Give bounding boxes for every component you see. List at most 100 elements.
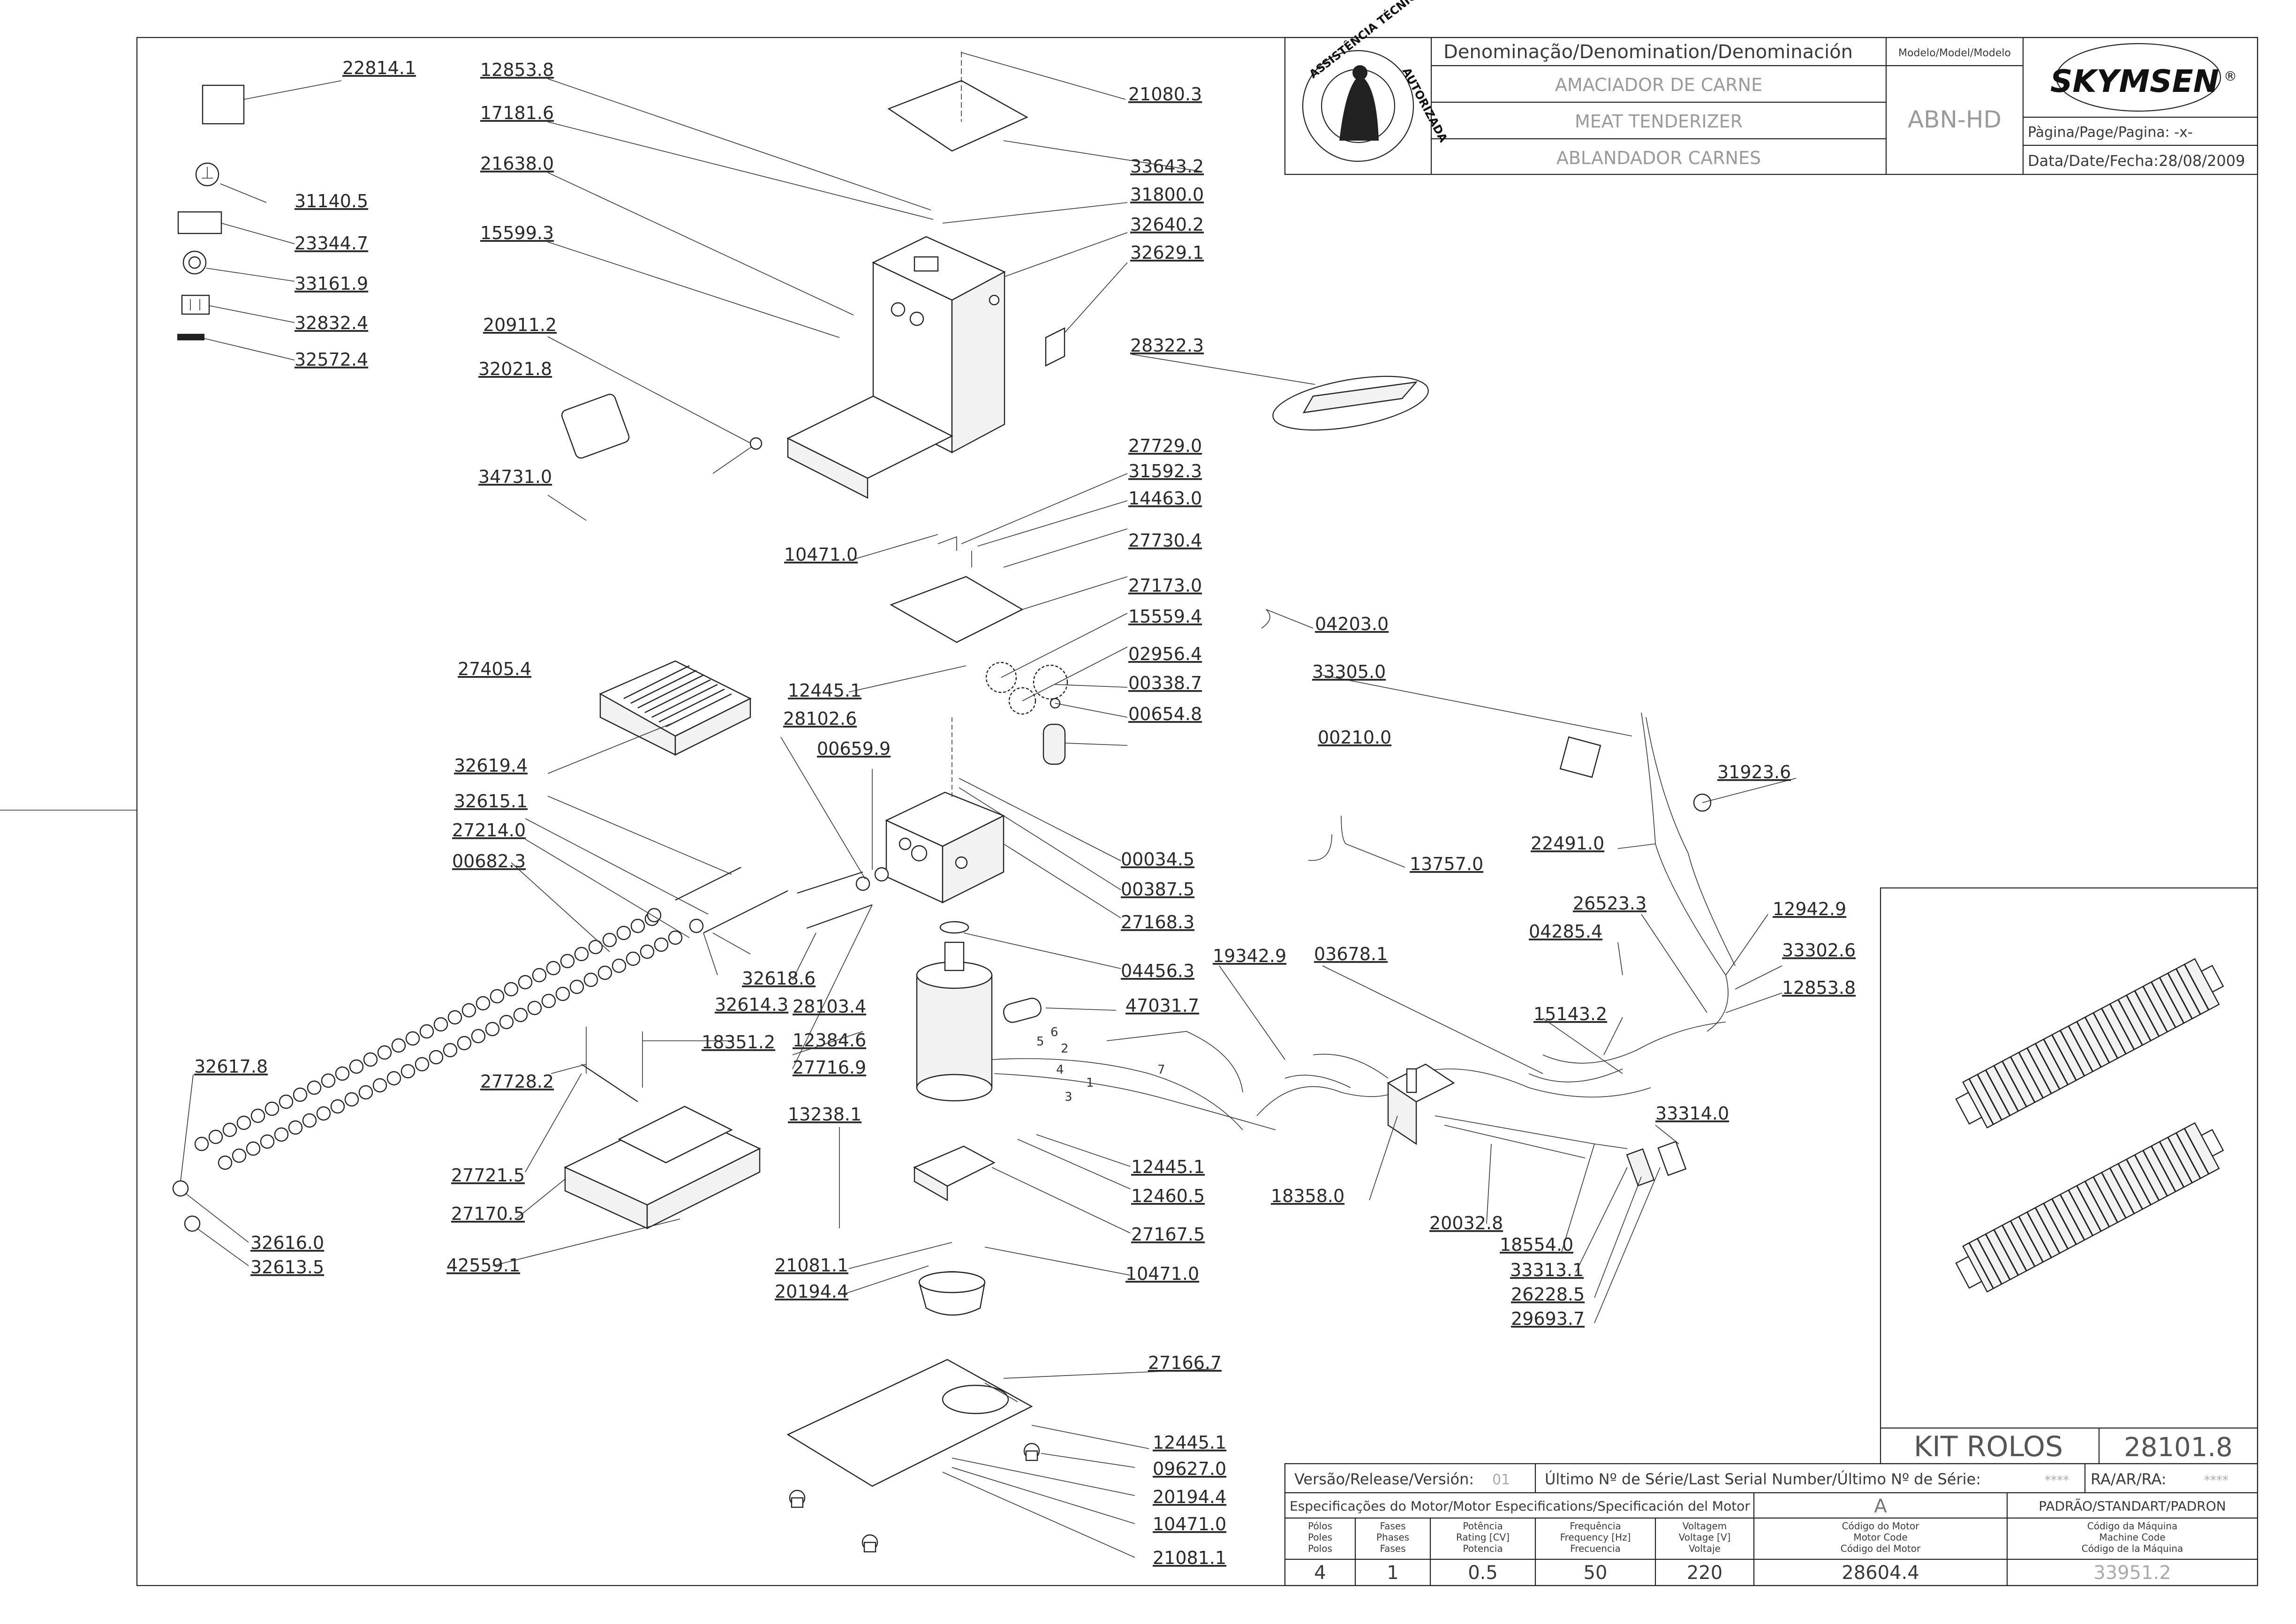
- part-label: 32832.4: [295, 313, 368, 333]
- authorized-service-seal: ASSISTÊNCIA TÉCNICA AUTORIZADA: [1302, 0, 1450, 162]
- part-label: 00387.5: [1121, 879, 1194, 900]
- part-label: 12445.1: [1131, 1157, 1205, 1177]
- part-label: 20194.4: [1153, 1487, 1226, 1507]
- part-label: 00210.0: [1318, 727, 1391, 748]
- part-label: 33643.2: [1130, 156, 1204, 177]
- sticker-28322-3: [1272, 376, 1429, 431]
- brand-name: SKYMSEN: [2050, 63, 2219, 99]
- switch-33313-1: [1626, 1148, 1655, 1187]
- part-label: 27716.9: [793, 1057, 866, 1078]
- gearbox-27168-3: [885, 791, 1005, 903]
- part-label: 32615.1: [454, 791, 528, 812]
- part-label: 09627.0: [1153, 1459, 1226, 1479]
- part-label: 15599.3: [480, 223, 554, 243]
- spec-col-frequency: Frequência Frequency [Hz] Frecuencia 50: [1560, 1520, 1631, 1584]
- svg-text:Poles: Poles: [1308, 1532, 1332, 1543]
- part-label: 00654.8: [1128, 704, 1202, 724]
- title-block: ASSISTÊNCIA TÉCNICA AUTORIZADA Denominaç…: [1284, 0, 2258, 175]
- leader-lines: [180, 52, 1797, 1558]
- part-label: 02956.4: [1128, 644, 1202, 664]
- svg-text:Motor Code: Motor Code: [1853, 1532, 1907, 1543]
- svg-text:Potencia: Potencia: [1463, 1543, 1503, 1554]
- roller-stack-upper: [194, 911, 659, 1151]
- capacitor-47031-7: [1003, 998, 1042, 1023]
- machine-standard: PADRÃO/STANDART/PADRON: [2039, 1498, 2226, 1514]
- part-label: 33305.0: [1312, 662, 1386, 682]
- part-label: 00034.5: [1121, 849, 1194, 870]
- svg-text:3: 3: [1065, 1090, 1072, 1104]
- part-label: 28103.4: [793, 996, 866, 1017]
- svg-text:Voltage [V]: Voltage [V]: [1679, 1532, 1731, 1543]
- part-label: 21081.1: [775, 1255, 848, 1276]
- part-label: 14463.0: [1128, 488, 1202, 509]
- part-label: 31140.5: [295, 191, 368, 211]
- part-label: 32629.1: [1130, 242, 1204, 263]
- ra-label: RA/AR/RA:: [2091, 1470, 2167, 1488]
- svg-text:Frequency [Hz]: Frequency [Hz]: [1560, 1532, 1631, 1543]
- spec-col-rating: Potência Rating [CV] Potencia 0.5: [1456, 1520, 1510, 1584]
- part-drawings: [172, 52, 1736, 1553]
- rating-value: 0.5: [1468, 1562, 1498, 1584]
- page-label: Pàgina/Page/Pagina: -x-: [2028, 124, 2193, 141]
- roller-housing-27405-4: [599, 660, 752, 756]
- part-22814-1: [202, 84, 245, 125]
- bracket-32629-1: [1045, 327, 1065, 367]
- part-label: 18351.2: [702, 1032, 775, 1053]
- part-label: 26523.3: [1573, 893, 1646, 914]
- svg-text:4: 4: [1056, 1063, 1064, 1077]
- part-label: 32572.4: [295, 349, 368, 370]
- part-label: 00682.3: [452, 851, 526, 872]
- part-label: 27173.0: [1128, 575, 1202, 596]
- comb-27721-5: [581, 1064, 638, 1102]
- date-label: Data/Date/Fecha:28/08/2009: [2028, 152, 2245, 170]
- part-label: 00659.9: [817, 738, 891, 759]
- part-label: 22814.1: [342, 58, 416, 78]
- name-en: MEAT TENDERIZER: [1575, 111, 1743, 132]
- part-label: 27168.3: [1121, 912, 1194, 932]
- roller-2: [1955, 1122, 2224, 1293]
- part-label: 13757.0: [1410, 854, 1483, 874]
- kit-code: 28101.8: [2124, 1432, 2233, 1463]
- part-label: 00338.7: [1128, 673, 1202, 693]
- gear-02956-4: [1033, 664, 1068, 700]
- part-label: 27170.5: [451, 1203, 525, 1224]
- part-label: 15143.2: [1533, 1004, 1607, 1024]
- part-label: 22491.0: [1531, 833, 1604, 854]
- part-label: 27729.0: [1128, 436, 1202, 456]
- name-pt: AMACIADOR DE CARNE: [1555, 75, 1762, 95]
- part-label: 19342.9: [1213, 946, 1286, 966]
- model-header: Modelo/Model/Modelo: [1898, 47, 2011, 59]
- release-label: Versão/Release/Versión:: [1294, 1470, 1474, 1488]
- part-label: 29693.7: [1511, 1308, 1585, 1329]
- frequency-value: 50: [1584, 1562, 1608, 1584]
- model-value: ABN-HD: [1908, 106, 2001, 133]
- comb-base-27170-5: [564, 1105, 761, 1229]
- part-label: 04203.0: [1315, 614, 1389, 634]
- kit-title: KIT ROLOS: [1914, 1430, 2063, 1463]
- wiring-harness: [1256, 712, 1736, 1116]
- denomination-header: Denominação/Denomination/Denominación: [1443, 41, 1853, 63]
- svg-text:7: 7: [1157, 1063, 1165, 1077]
- part-label: 12445.1: [1153, 1432, 1226, 1453]
- part-label: 28322.3: [1130, 335, 1204, 356]
- roller-kit-panel: KIT ROLOS 28101.8: [1880, 887, 2258, 1465]
- part-label: 28102.6: [783, 708, 857, 729]
- motor-28604-4: [916, 921, 993, 1102]
- part-label: 21081.1: [1153, 1548, 1226, 1568]
- svg-text:Rating [CV]: Rating [CV]: [1456, 1532, 1510, 1543]
- part-label: 32640.2: [1130, 214, 1204, 235]
- part-label: 33302.6: [1782, 940, 1856, 961]
- spec-col-motor-code: Código do Motor Motor Code Código del Mo…: [1841, 1520, 1921, 1584]
- part-label: 04285.4: [1529, 921, 1602, 942]
- part-label: 33314.0: [1655, 1103, 1729, 1124]
- shaft-32619-4: [675, 867, 741, 901]
- wire-bundle: [991, 1058, 1243, 1130]
- part-label: 18358.0: [1271, 1186, 1344, 1206]
- part-32572-4: [177, 334, 204, 340]
- part-label: 42559.1: [446, 1255, 520, 1276]
- specification-block: Versão/Release/Versión: 01 Último Nº de …: [1284, 1463, 2258, 1586]
- top-cover: [887, 80, 1028, 152]
- motor-code-letter: A: [1874, 1496, 1887, 1517]
- part-number-labels: 22814.1 31140.5 23344.7 33161.9 32832.4 …: [194, 58, 1856, 1568]
- part-label: 32618.6: [742, 968, 816, 989]
